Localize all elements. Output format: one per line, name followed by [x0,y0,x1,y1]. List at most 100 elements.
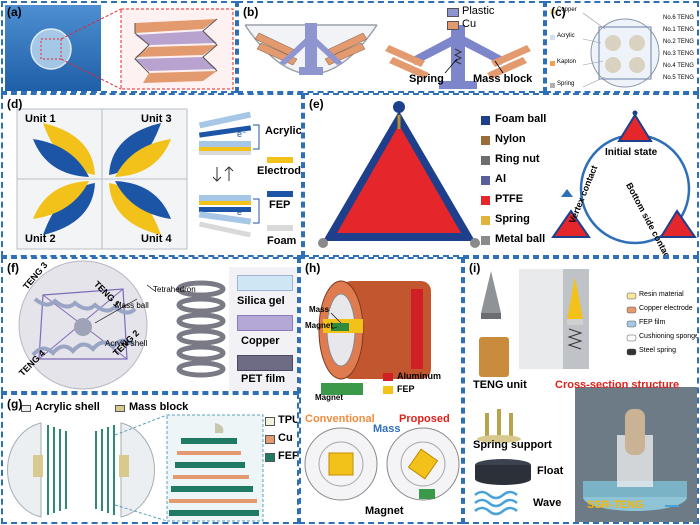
label-wave: Wave [533,497,562,509]
c-label-teng3: No.3 TENG [663,51,694,57]
label-ssr-teng: SSR-TENG [587,499,644,511]
panel-label: (d) [7,97,23,111]
motion-cycle [551,110,697,245]
legend-swatch-cu [265,435,275,444]
panel-label: (b) [243,5,259,19]
legend-cushioning-sponge: Cushioning sponge [639,333,699,340]
unit-4-label: Unit 4 [141,233,172,245]
callout-mass-ball: Mass ball [115,301,149,310]
panel-a: (a) [1,1,237,93]
legend-foam: Foam [267,235,297,247]
label-cross-section: Cross-section structure [555,379,680,391]
layer-stack [169,423,259,516]
callout-tetrahedron: Tetrahedron [153,285,196,294]
callout-acrylic-shell: Acrylic shell [35,401,100,413]
comparison-diagrams [304,427,460,501]
panel-c-illustration [550,9,660,88]
label-proposed: Proposed [399,413,450,425]
legend-steel-spring: Steel spring [639,347,676,354]
legend-swatch-foam [267,225,293,231]
legend-cu: Cu [278,432,293,444]
spring-support [477,409,521,443]
callout-magnet-top: Magnet [305,321,333,330]
legend-swatch-tpu [265,417,275,426]
legend-swatch-mass-block [115,405,125,412]
c-label-acrylic: Acrylic [557,33,575,39]
c-label-teng2: No.2 TENG [663,39,694,45]
legend-cu: Cu [462,18,477,30]
legend-swatch-cu [447,21,459,30]
legend-resin-material: Resin material [639,291,684,298]
label-mass: Mass [373,423,401,435]
label-magnet: Magnet [365,505,404,517]
panel-g: (g) Acrylic shell Mass block TPU Cu [1,393,299,524]
layer-schematic [198,111,260,238]
legend-electrode: Electrode [257,165,303,177]
legend-copper-electrode: Copper electrode [639,305,693,312]
unit-3-label: Unit 3 [141,113,172,125]
panel-d: (d) [1,93,303,257]
panel-g-illustration [7,414,264,522]
callout-acrylic-shell: Acrylic shell [105,339,148,348]
c-label-teng1: No.1 TENG [663,27,694,33]
legend-tpu: TPU [278,414,299,426]
unit-2-label: Unit 2 [25,233,56,245]
panel-b-illustration [244,23,531,89]
legend-foam-ball: Foam ball [495,113,547,125]
zigzag-structure [134,18,218,83]
callout-magnet-base: Magnet [315,393,343,402]
c-label-copper: Copper [557,7,577,13]
panel-label: (f) [7,261,19,275]
legend-fep: FEP [397,384,415,394]
panel-a-illustration [5,5,234,91]
device-photo [575,387,697,522]
panel-label: (c) [551,5,566,19]
legend-swatch-electrode [267,157,293,163]
legend-swatch-fep [265,453,275,462]
panel-b: (b) Plastic [237,1,545,93]
legend-icons [481,116,490,245]
callout-mass-block: Mass block [129,401,189,413]
panel-d-illustration [16,108,260,250]
label-spring-support: Spring support [473,439,552,451]
legend-swatch-silica-gel [237,275,293,291]
spring-coil [176,280,226,378]
legend-fep-film: FEP film [639,319,666,326]
callout-spring: Spring [409,73,444,85]
legend-swatch-acrylic-shell [21,405,31,412]
legend-fep: FEP [278,450,299,462]
legend-swatch-copper [237,315,293,331]
c-label-teng5: No.5 TENG [663,75,694,81]
label-float: Float [537,465,564,477]
panel-label: (i) [469,261,481,275]
label-conventional: Conventional [305,413,375,425]
unit-1-label: Unit 1 [25,113,56,125]
legend-metal-ball: Metal ball [495,233,546,245]
legend-fep: FEP [269,199,291,211]
legend-swatches [626,292,637,356]
unit-grid [16,108,188,250]
legend-aluminum: Aluminum [397,371,441,381]
float [475,459,531,485]
legend-copper: Copper [241,335,280,347]
legend-nylon: Nylon [495,133,526,145]
teng-unit [479,271,509,377]
label-teng-unit: TENG unit [473,379,527,391]
callout-mass: Mass [309,305,330,314]
c-label-kapton: Kapton [557,59,577,65]
panel-f: (f) TENG 3 TENG 1 TENG 4 TENG 2 Tetrahed… [1,257,299,393]
panel-i: (i) [463,257,699,524]
panel-i-illustration [474,269,697,522]
panel-h: (h) Mass Magnet Magnet Aluminum FEP Conv… [299,257,463,524]
legend-ring-nut: Ring nut [495,153,540,165]
panel-label: (e) [309,97,324,111]
legend-swatch-plastic [447,8,459,17]
tetrahedron-large [318,101,480,248]
legend-acrylic: Acrylic [265,125,302,137]
wave-icon [474,490,518,516]
c-label-teng4: No.4 TENG [663,63,694,69]
panel-e-illustration [318,101,697,248]
panel-label: (g) [7,397,23,411]
panel-h-illustration [304,280,460,501]
legend-spring: Spring [495,213,530,225]
